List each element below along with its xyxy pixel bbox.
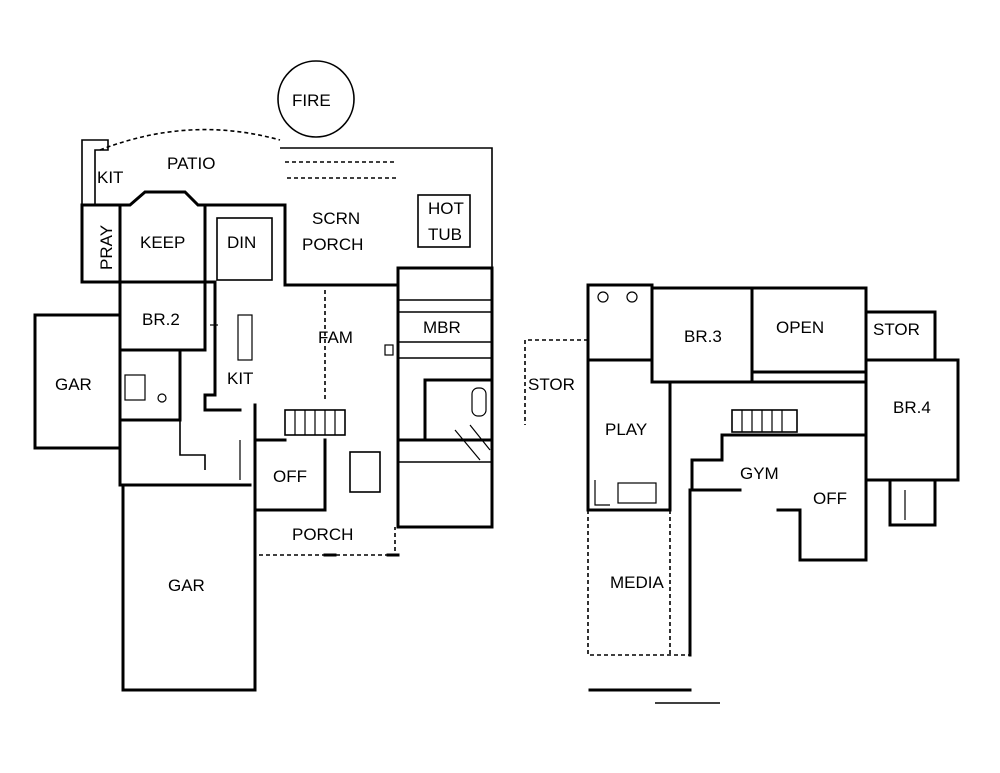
label-gym: GYM bbox=[740, 464, 779, 483]
label-hot: HOT bbox=[428, 199, 464, 218]
master-bath-walls bbox=[396, 378, 494, 442]
label-tub: TUB bbox=[428, 225, 462, 244]
label-mbr: MBR bbox=[423, 318, 461, 337]
bath-2-toilet bbox=[157, 393, 167, 403]
label-gar-front: GAR bbox=[168, 576, 205, 595]
fireplace-icon bbox=[384, 344, 394, 356]
label-pray: PRAY bbox=[97, 225, 116, 270]
kitchen-walls bbox=[203, 280, 242, 412]
label-stor-right: STOR bbox=[873, 320, 920, 339]
screen-porch-outline bbox=[280, 147, 493, 268]
patio-arc bbox=[99, 128, 281, 151]
label-fire: FIRE bbox=[292, 91, 331, 110]
dining-room-walls bbox=[203, 203, 287, 287]
upper-stairs bbox=[731, 409, 798, 433]
main-floor-plan bbox=[33, 60, 494, 692]
label-gar-left: GAR bbox=[55, 375, 92, 394]
mudroom-walls bbox=[118, 446, 252, 487]
label-scrn: SCRN bbox=[312, 209, 360, 228]
label-play: PLAY bbox=[605, 420, 647, 439]
bedroom-4-walls bbox=[864, 358, 960, 482]
shower-glass bbox=[454, 424, 491, 461]
gym-west-wall bbox=[690, 433, 742, 492]
bath-2-tub bbox=[124, 374, 146, 401]
label-keep: KEEP bbox=[140, 233, 185, 252]
label-off-upper: OFF bbox=[813, 489, 847, 508]
play-room-closet bbox=[594, 480, 610, 506]
label-patio: PATIO bbox=[167, 154, 216, 173]
keeping-room-walls bbox=[118, 190, 207, 284]
kitchen-stair-wall bbox=[253, 403, 287, 442]
bath-2-walls bbox=[118, 348, 182, 422]
dining-inner-outline bbox=[216, 217, 273, 281]
play-room-bench bbox=[617, 482, 657, 504]
upper-floor-labels: BR.3 OPEN STOR STOR BR.4 PLAY GYM OFF ME… bbox=[528, 318, 931, 592]
play-room-walls bbox=[586, 358, 672, 512]
label-br3: BR.3 bbox=[684, 327, 722, 346]
label-porch-screen: PORCH bbox=[302, 235, 363, 254]
label-media: MEDIA bbox=[610, 573, 665, 592]
office-desk bbox=[349, 451, 381, 493]
upper-bath-toilet bbox=[597, 291, 609, 303]
fire-pit-outline bbox=[277, 60, 355, 138]
upper-bath-sink bbox=[626, 291, 638, 303]
label-off-main: OFF bbox=[273, 467, 307, 486]
label-kit-outdoor: KIT bbox=[97, 168, 123, 187]
label-br2: BR.2 bbox=[142, 310, 180, 329]
gym-office-walls bbox=[668, 380, 868, 562]
label-br4: BR.4 bbox=[893, 398, 931, 417]
kitchen-island bbox=[237, 314, 253, 361]
mudroom-partition bbox=[179, 420, 206, 470]
left-storage-outline bbox=[524, 339, 588, 425]
upper-floor-plan bbox=[524, 283, 960, 704]
main-floor-labels: FIRE PATIO KIT PRAY KEEP DIN SCRN PORCH … bbox=[55, 91, 464, 595]
main-stairs bbox=[284, 409, 346, 436]
label-kit: KIT bbox=[227, 369, 253, 388]
label-open: OPEN bbox=[776, 318, 824, 337]
label-stor-left: STOR bbox=[528, 375, 575, 394]
label-din: DIN bbox=[227, 233, 256, 252]
hot-tub-outline bbox=[417, 194, 471, 248]
master-suite-walls bbox=[283, 266, 494, 529]
label-fam: FAM bbox=[318, 328, 353, 347]
bedroom-4-bath bbox=[888, 478, 937, 527]
office-walls bbox=[253, 438, 327, 512]
bathtub-icon bbox=[471, 387, 487, 417]
label-porch-front: PORCH bbox=[292, 525, 353, 544]
